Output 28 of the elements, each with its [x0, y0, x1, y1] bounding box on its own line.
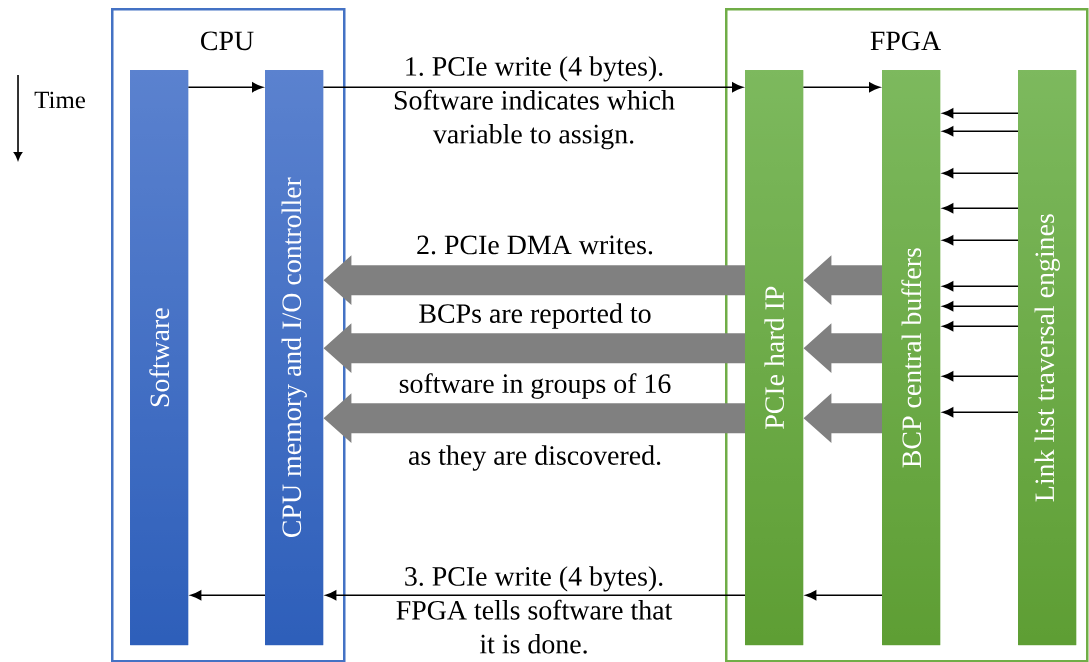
- arrow: [322, 82, 743, 92]
- arrow: [802, 82, 880, 92]
- arrow: [942, 108, 1019, 118]
- edge-label: 3. PCIe write (4 bytes). FPGA tells software that it is done.: [396, 566, 673, 654]
- note-text: software in groups of 16: [399, 373, 671, 399]
- note-text: BCPs are reported to: [419, 303, 651, 329]
- arrow: [942, 281, 1019, 292]
- arrow: [942, 321, 1019, 332]
- arrow: [190, 590, 266, 600]
- arrow: [325, 590, 746, 600]
- arrow: [942, 126, 1019, 136]
- arrow: [942, 407, 1019, 418]
- arrow: [187, 82, 263, 92]
- note-text: Time: [34, 91, 85, 109]
- vertical-bar: PCIe hard IP: [745, 70, 804, 646]
- arrow: [942, 301, 1019, 312]
- note-text: 2. PCIe DMA writes.: [417, 235, 653, 255]
- arrow: [942, 168, 1019, 178]
- arrow: [805, 590, 883, 600]
- edge-label: 1. PCIe write (4 bytes). Software indicates which variable to assign.: [394, 56, 675, 150]
- arrow: [942, 371, 1019, 382]
- vertical-bar: BCP central buffers: [882, 70, 941, 646]
- vertical-bar: Software: [130, 70, 189, 646]
- vertical-bar: Link list traversal engines: [1018, 70, 1077, 646]
- arrow: [942, 235, 1019, 245]
- vertical-bar: CPU memory and I/O controller: [265, 70, 324, 646]
- note-text: as they are discovered.: [408, 445, 661, 471]
- arrow: [942, 203, 1019, 213]
